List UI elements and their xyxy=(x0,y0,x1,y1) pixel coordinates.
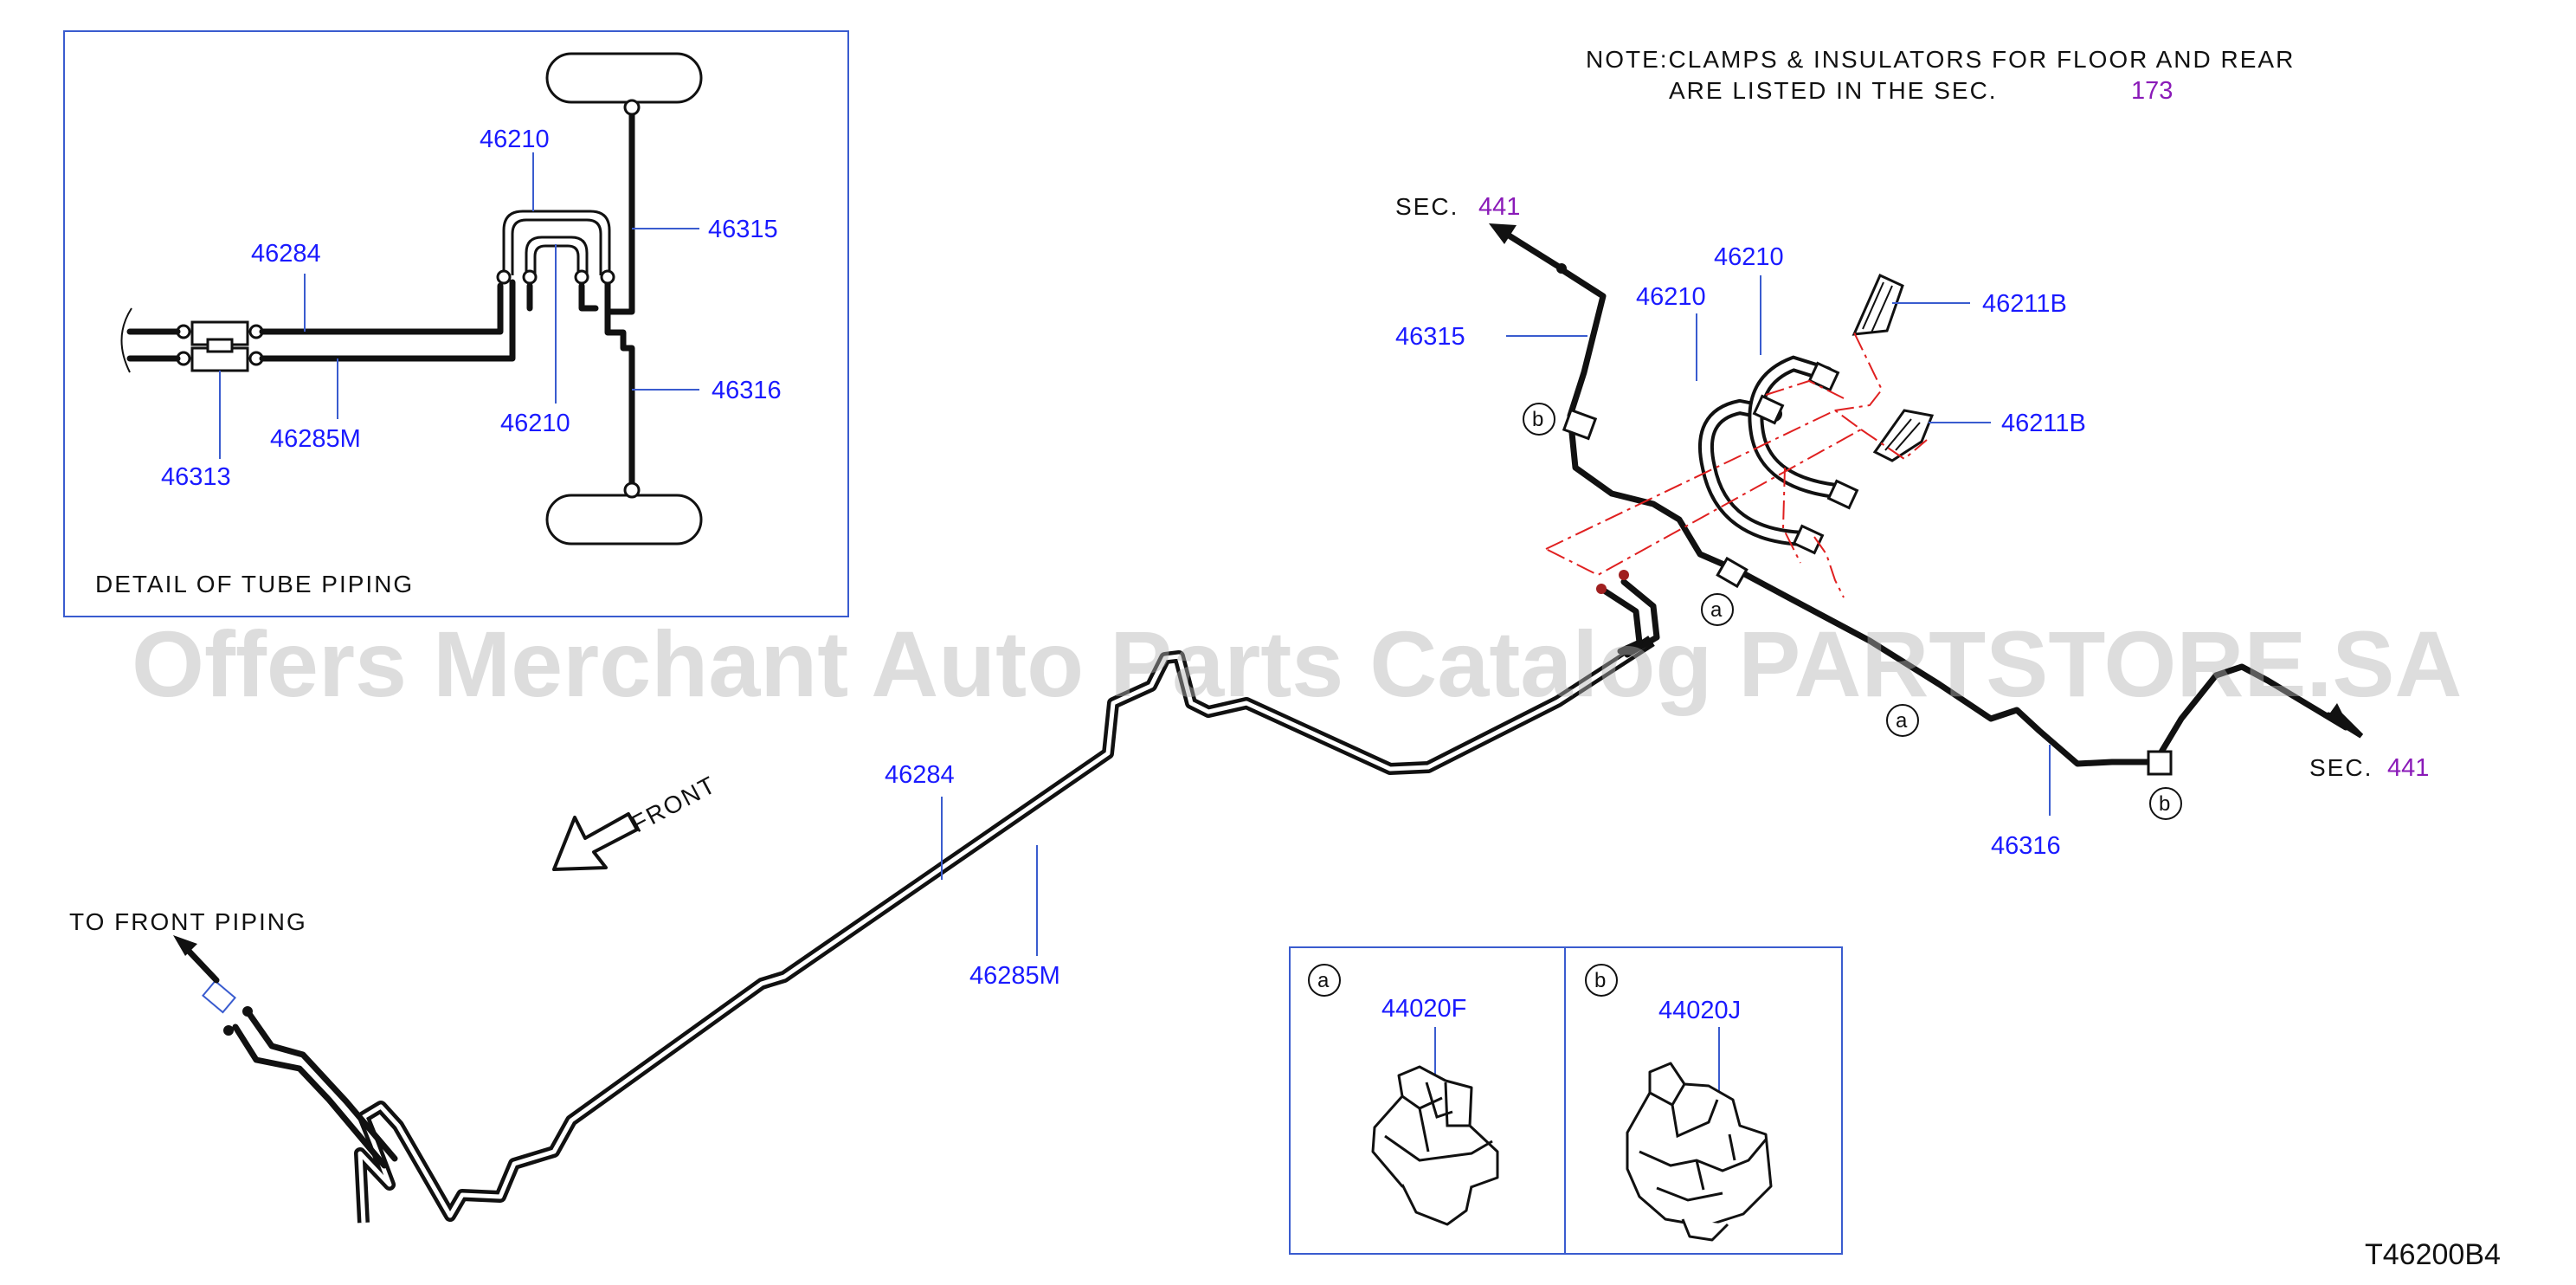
insulator-46211b-top xyxy=(1852,273,1904,336)
top-arrow-pipe xyxy=(1503,230,1565,272)
label-46210-top: 46210 xyxy=(1714,243,1784,271)
detail-pipe-46285m xyxy=(259,279,516,362)
label-46315: 46315 xyxy=(1395,323,1465,351)
front-label: FRONT xyxy=(627,771,721,837)
diagram-code: T46200B4 xyxy=(2365,1238,2501,1271)
detail-label-46315: 46315 xyxy=(708,216,778,243)
svg-text:a: a xyxy=(1896,709,1908,733)
label-46316: 46316 xyxy=(1991,832,2061,860)
tube-46315 xyxy=(1556,265,2349,767)
clip-44020f-drawing xyxy=(1371,1065,1499,1226)
front-stub-pipe xyxy=(232,1023,388,1169)
detail-label-46316: 46316 xyxy=(712,377,782,404)
label-46211b-bottom: 46211B xyxy=(2001,410,2086,437)
front-arrow-icon xyxy=(552,812,639,871)
to-front-piping: TO FRONT PIPING xyxy=(69,908,307,935)
front-direction-indicator: FRONT xyxy=(552,771,721,871)
clip-a-part-number: 44020F xyxy=(1381,995,1466,1023)
sec-prefix-right: SEC. xyxy=(2309,754,2373,781)
label-46211b-top: 46211B xyxy=(1982,290,2067,318)
rotor-top xyxy=(545,52,703,104)
sec-ref-top: 441 xyxy=(1478,193,1520,221)
centerline-b xyxy=(1765,379,1845,399)
detail-frame xyxy=(63,30,849,617)
detail-u-tube-inner xyxy=(525,236,589,275)
detail-pipe-46284 xyxy=(259,282,504,335)
sec-prefix-top: SEC. xyxy=(1395,193,1459,220)
sec-ref-right: 441 xyxy=(2387,754,2429,782)
clip-b-part-number: 44020J xyxy=(1658,997,1741,1024)
insulator-46211b-bottom xyxy=(1872,409,1935,462)
detail-label-46210-bottom: 46210 xyxy=(500,410,570,437)
clip-44020j-drawing xyxy=(1626,1062,1773,1242)
junction-46313 xyxy=(176,320,264,372)
clip-box-a-letter: a xyxy=(1317,969,1330,992)
detail-u-tube-outer xyxy=(502,210,611,275)
note-sec-ref: 173 xyxy=(2131,77,2173,105)
main-tube-run: b a a b 46315 46210 46210 46211B 46211B … xyxy=(69,193,2429,1224)
detail-label-46210-top: 46210 xyxy=(480,126,550,153)
svg-text:b: b xyxy=(2159,792,2170,816)
clip-box-b xyxy=(1564,946,1843,1255)
detail-pipe-46316 xyxy=(604,291,635,494)
clip-box-b-letter: b xyxy=(1594,969,1606,992)
detail-of-tube-piping: 46210 46284 46315 46316 46285M 46210 463… xyxy=(63,30,849,617)
svg-text:a: a xyxy=(1710,598,1723,622)
label-46285m: 46285M xyxy=(969,962,1060,990)
watermark: Offers Merchant Auto Parts Catalog PARTS… xyxy=(132,611,2462,716)
note-block: NOTE:CLAMPS & INSULATORS FOR FLOOR AND R… xyxy=(1586,46,2295,105)
detail-label-46313: 46313 xyxy=(161,463,231,491)
clip-marker-b-upper: b xyxy=(1523,403,1555,436)
clip-marker-a-lower: a xyxy=(1886,704,1919,737)
label-46210-left: 46210 xyxy=(1636,283,1706,311)
rotor-bottom xyxy=(545,494,703,546)
clip-detail-boxes: a b 44020F 44020J xyxy=(1289,946,1843,1255)
detail-caption: DETAIL OF TUBE PIPING xyxy=(95,571,414,597)
note-line-2: ARE LISTED IN THE SEC. xyxy=(1669,77,1998,104)
front-arrow xyxy=(182,944,220,984)
tube-46316 xyxy=(1620,578,1660,658)
detail-label-46284: 46284 xyxy=(251,240,321,268)
clip-marker-a-upper: a xyxy=(1701,593,1734,626)
detail-pipe-front-stub xyxy=(126,328,181,362)
centerline-a xyxy=(1543,409,1863,577)
label-46284: 46284 xyxy=(885,761,955,789)
detail-label-46285m: 46285M xyxy=(270,425,361,453)
svg-text:b: b xyxy=(1532,408,1543,431)
note-line-1: NOTE:CLAMPS & INSULATORS FOR FLOOR AND R… xyxy=(1586,46,2295,73)
clip-marker-b-lower: b xyxy=(2149,787,2182,820)
u-tubes-46210 xyxy=(1698,355,1859,555)
